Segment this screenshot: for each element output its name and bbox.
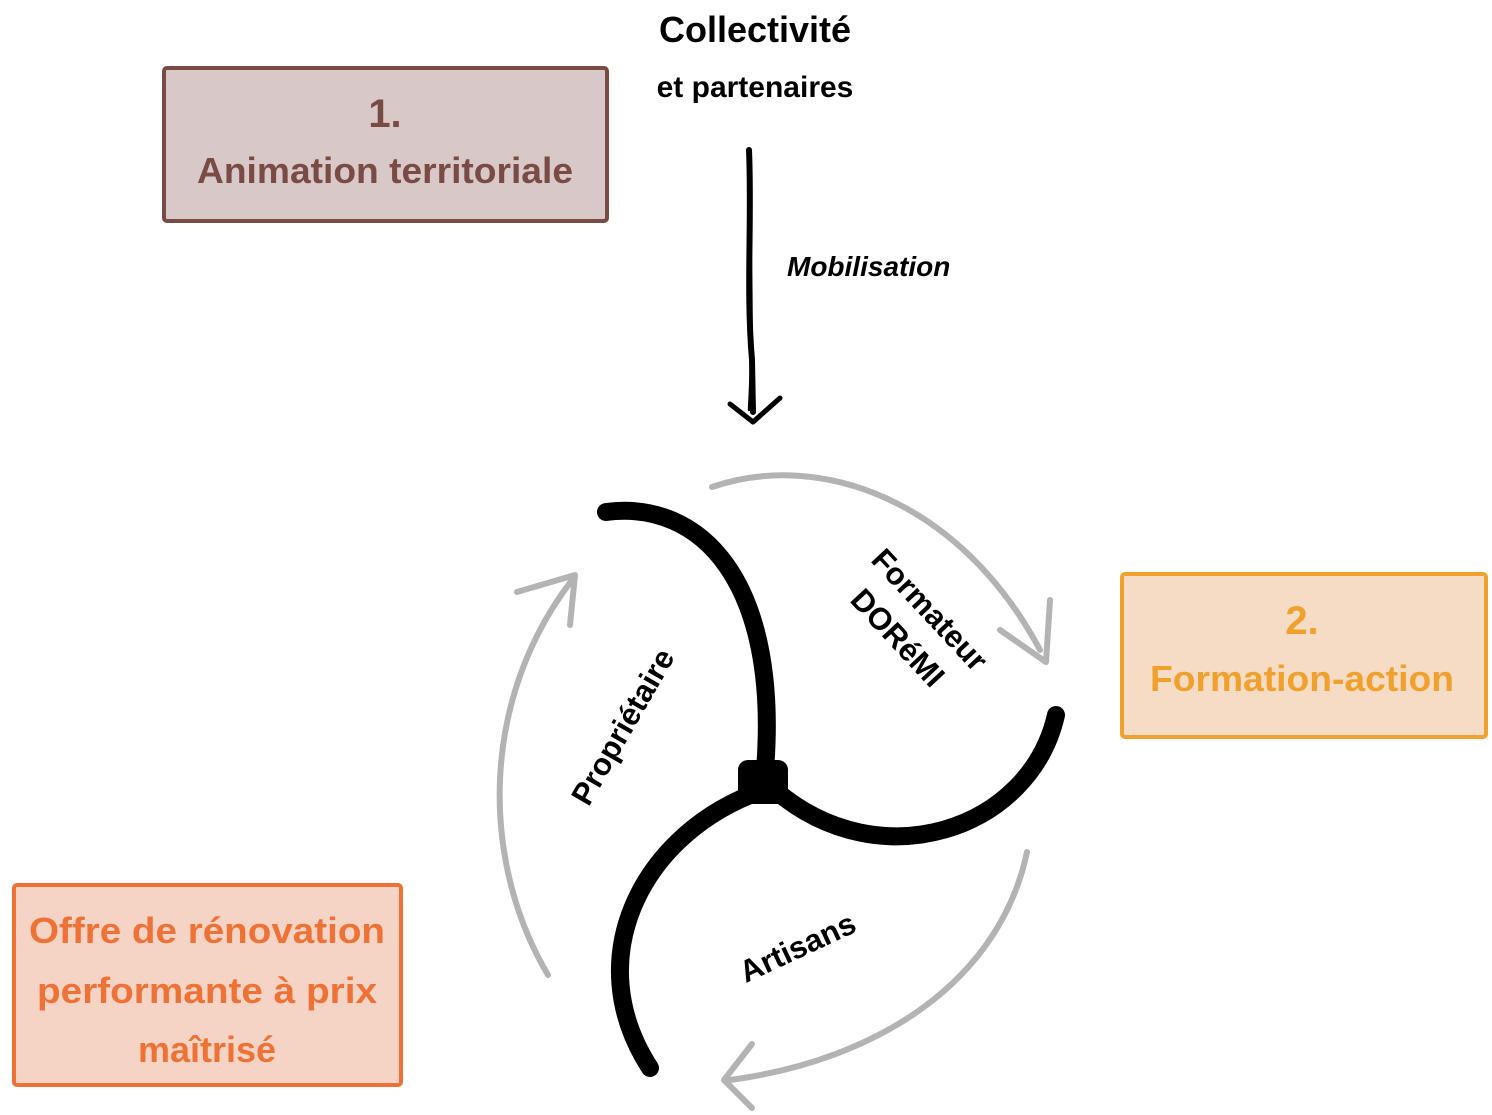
box-formation-number: 2.	[1285, 599, 1318, 643]
arm-artisans	[610, 786, 759, 1077]
box-animation-label: Animation territoriale	[197, 150, 573, 191]
box-offre-line-3: maîtrisé	[138, 1029, 276, 1070]
mobilisation-arrow	[727, 147, 783, 425]
cycle-arrow-bottom	[727, 849, 1030, 1083]
arm-proprietaire	[597, 501, 776, 779]
actor-triskelion	[597, 501, 1065, 1077]
mobilisation-label: Mobilisation	[787, 251, 950, 282]
box-animation-territoriale: 1. Animation territoriale	[162, 66, 609, 223]
actor-proprietaire: Propriétaire	[564, 643, 681, 811]
arm-formateur	[766, 706, 1065, 846]
collectivite-title: Collectivité	[659, 9, 851, 50]
box-animation-number: 1.	[368, 92, 401, 136]
cycle-arrow-bottom-head	[721, 1041, 755, 1111]
cycle-arrow-left-head	[514, 572, 578, 628]
actor-artisans: Artisans	[734, 905, 861, 989]
box-formation-label: Formation-action	[1150, 658, 1454, 699]
box-offre-renovation: Offre de rénovation performante à prix m…	[12, 883, 403, 1087]
cycle-arrow-top-right	[709, 472, 1043, 653]
hub-knot	[738, 760, 788, 804]
partenaires-subtitle: et partenaires	[657, 71, 854, 104]
box-offre-line-1: Offre de rénovation	[29, 910, 385, 951]
cycle-arrow-top-right-head	[997, 597, 1053, 665]
mobilisation-arrowhead	[727, 395, 783, 425]
box-formation-action: 2. Formation-action	[1120, 572, 1488, 739]
cycle-arrows	[496, 472, 1053, 1111]
cycle-arrow-left	[496, 577, 575, 978]
box-offre-line-2: performante à prix	[37, 970, 377, 1011]
